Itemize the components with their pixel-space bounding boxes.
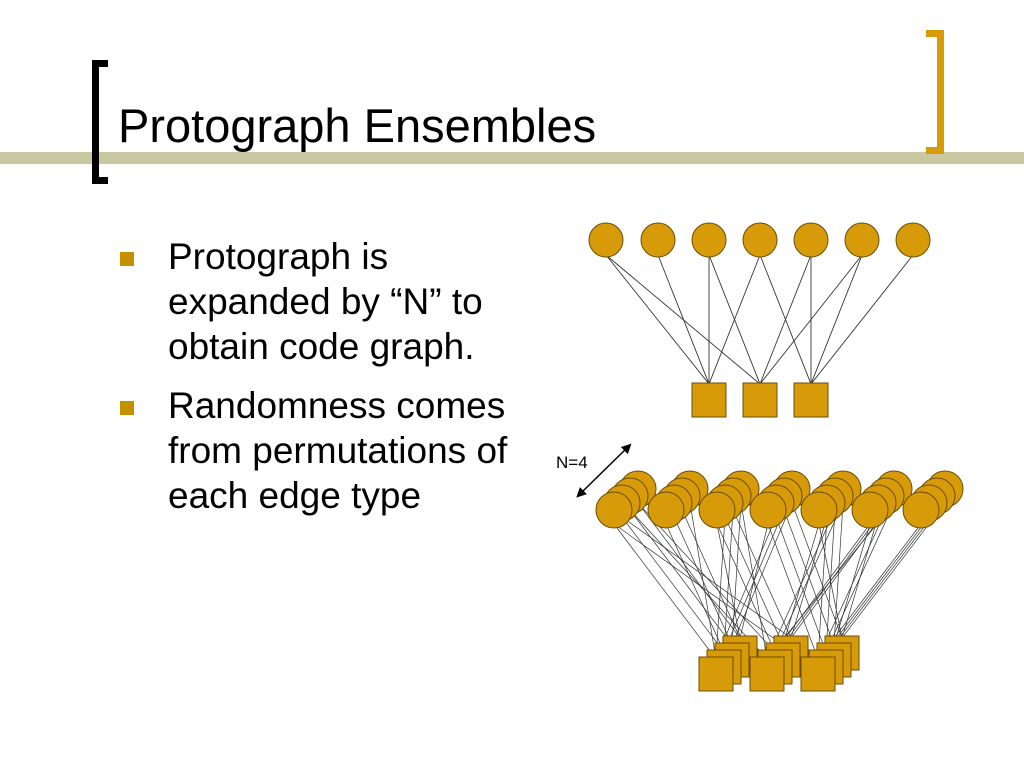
lifted-edge bbox=[825, 516, 930, 653]
protograph-edge bbox=[605, 254, 710, 385]
lifted-variable-node bbox=[851, 491, 889, 529]
check-node bbox=[742, 382, 778, 418]
slide-title: Protograph Ensembles bbox=[118, 102, 603, 149]
lifted-graph-nodes bbox=[595, 470, 964, 692]
lifted-edge bbox=[731, 502, 793, 646]
square-bullet-icon bbox=[120, 252, 134, 266]
lifted-variable-node bbox=[749, 491, 787, 529]
check-node bbox=[793, 382, 829, 418]
lifted-variable-node bbox=[698, 491, 736, 529]
lifted-edge bbox=[665, 523, 725, 653]
lifted-edge bbox=[731, 502, 742, 646]
lifted-edge bbox=[767, 523, 819, 660]
lifted-edge bbox=[621, 516, 725, 653]
lifted-edge bbox=[790, 509, 887, 639]
bullet-item: Randomness comes from permutations of ea… bbox=[118, 383, 528, 518]
check-node bbox=[691, 382, 727, 418]
bullet-text: Protograph is expanded by “N” to obtain … bbox=[168, 236, 483, 367]
variable-node bbox=[742, 222, 778, 258]
lifted-edge bbox=[715, 516, 777, 660]
lifted-edge bbox=[681, 509, 741, 639]
lifted-edge bbox=[689, 502, 717, 660]
variable-node bbox=[895, 222, 931, 258]
variable-node bbox=[844, 222, 880, 258]
protograph-edges bbox=[605, 254, 914, 385]
protograph-edge bbox=[810, 254, 863, 385]
lifted-edge bbox=[637, 502, 741, 639]
lifted-edge bbox=[791, 502, 843, 639]
lifted-edge bbox=[766, 509, 836, 660]
lifted-edge bbox=[715, 516, 726, 660]
lifted-variable-node bbox=[647, 491, 685, 529]
lifted-edge bbox=[817, 509, 887, 660]
bullet-item: Protograph is expanded by “N” to obtain … bbox=[118, 234, 528, 369]
variable-node bbox=[588, 222, 624, 258]
lifted-edge bbox=[766, 502, 895, 660]
lifted-edge bbox=[825, 502, 895, 653]
lifted-edge bbox=[629, 509, 733, 646]
lifted-edge bbox=[774, 502, 844, 653]
lifted-edge bbox=[629, 509, 768, 660]
lifted-edge bbox=[613, 523, 717, 660]
lifted-edge bbox=[723, 509, 785, 653]
bullet-list: Protograph is expanded by “N” to obtain … bbox=[118, 234, 528, 532]
bullet-text: Randomness comes from permutations of ea… bbox=[168, 385, 508, 516]
lifted-check-node bbox=[800, 656, 836, 692]
variable-node bbox=[640, 222, 676, 258]
protograph-nodes bbox=[588, 222, 931, 418]
protograph-edge bbox=[810, 254, 914, 385]
lifted-edge bbox=[833, 509, 938, 646]
right-bracket-decoration bbox=[926, 30, 944, 154]
variable-node bbox=[691, 222, 727, 258]
lifted-edge bbox=[723, 509, 734, 653]
protograph-edge bbox=[708, 254, 761, 385]
protograph-edge bbox=[605, 254, 761, 385]
square-bullet-icon bbox=[120, 401, 134, 415]
left-bracket-decoration bbox=[92, 60, 108, 184]
lifted-check-node bbox=[698, 656, 734, 692]
lifted-check-node bbox=[749, 656, 785, 692]
lifted-edge bbox=[637, 502, 776, 653]
protograph-edge bbox=[759, 254, 863, 385]
lifted-graph-edges bbox=[613, 502, 946, 660]
lifted-edge bbox=[774, 523, 871, 653]
protograph-edge bbox=[657, 254, 710, 385]
lifted-variable-node bbox=[595, 491, 633, 529]
lifted-variable-node bbox=[800, 491, 838, 529]
expansion-label: N=4 bbox=[556, 453, 588, 472]
lifted-variable-node bbox=[902, 491, 940, 529]
variable-node bbox=[793, 222, 829, 258]
protograph-edge bbox=[759, 254, 812, 385]
expansion-arrow bbox=[576, 443, 632, 498]
title-rule bbox=[0, 152, 1024, 164]
